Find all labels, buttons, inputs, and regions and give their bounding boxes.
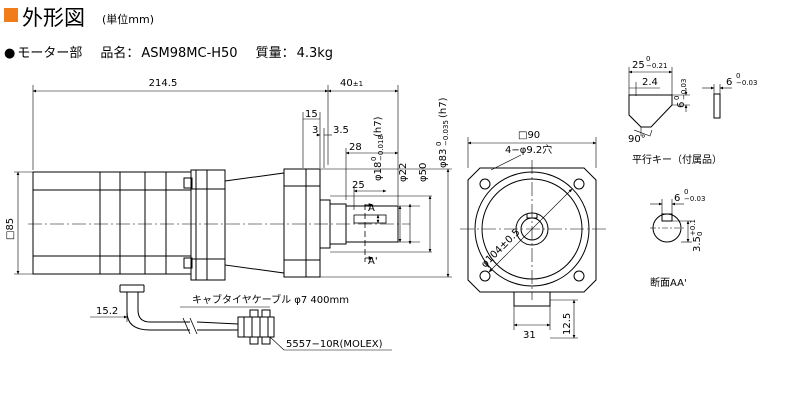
section-dim-6-zero: 0 <box>684 188 688 196</box>
product-line: ●モーター部 品名：ASM98MC-H50 質量：4.3kg <box>4 42 335 61</box>
key-dim-6: 6 0 −0.03 <box>673 79 688 108</box>
key-plan <box>628 94 673 128</box>
gear-head <box>224 172 285 274</box>
svg-text:φ50: φ50 <box>418 163 429 182</box>
section-dim-6: 6 <box>674 193 680 204</box>
connector-label: 5557−10R(MOLEX) <box>286 339 383 350</box>
dim-square: □90 <box>518 130 540 141</box>
svg-text:−0.018: −0.018 <box>377 135 385 161</box>
dim-bottom-12-5: 12.5 <box>562 313 573 335</box>
front-bottom-boss <box>513 291 551 307</box>
svg-text:−0.035: −0.035 <box>442 120 450 146</box>
dim-3: 3 <box>312 125 318 136</box>
svg-text:(h7): (h7) <box>438 97 449 118</box>
header: 外形図 (単位mm) ●モーター部 品名：ASM98MC-H50 質量：4.3kg <box>0 0 800 70</box>
dim-cable-offset: 15.2 <box>96 306 118 317</box>
dim-holes: 4−φ9.2穴 <box>505 143 552 156</box>
front-flange <box>467 167 597 293</box>
key-side-6-zero: 0 <box>736 72 740 80</box>
section-dim-depth: 3.5 +0.1 0 <box>689 219 704 252</box>
side-view <box>14 85 452 351</box>
key-dim-25-zero: 0 <box>646 55 650 63</box>
svg-text:φ18: φ18 <box>373 162 384 181</box>
key-side-6: 6 <box>726 77 732 88</box>
unit-note: (単位mm) <box>102 13 155 26</box>
section-caption: 断面AA' <box>650 276 687 289</box>
dim-28: 28 <box>349 142 362 153</box>
key-side-6-tol: −0.03 <box>736 79 757 87</box>
dim-d18: φ18 0 −0.018 (h7) <box>370 116 385 181</box>
section-view <box>650 199 692 243</box>
svg-text:−0.03: −0.03 <box>680 79 688 100</box>
svg-text:φ83: φ83 <box>438 149 449 168</box>
dim-3-5: 3.5 <box>333 125 349 136</box>
svg-text:0: 0 <box>435 142 443 146</box>
dim-15: 15 <box>305 109 318 120</box>
key-dim-2-4: 2.4 <box>642 77 658 88</box>
key-dim-25-tol: −0.21 <box>646 62 667 70</box>
model-label: 品名： <box>100 46 140 61</box>
svg-text:□85: □85 <box>5 218 16 240</box>
key-caption: 平行キー（付属品） <box>632 153 722 166</box>
cable-note: キャブタイヤケーブル φ7 400mm <box>192 293 349 306</box>
section-dim-6-tol: −0.03 <box>684 195 705 203</box>
key-angle: 90° <box>628 134 646 145</box>
svg-text:6: 6 <box>676 102 687 108</box>
svg-text:0: 0 <box>370 157 378 161</box>
mass-value: 4.3kg <box>296 46 334 61</box>
dim-d22: φ22 <box>398 163 409 182</box>
svg-text:(h7): (h7) <box>373 116 384 137</box>
cable <box>126 292 190 331</box>
svg-text:12.5: 12.5 <box>562 313 573 335</box>
dim-d83: φ83 0 −0.035 (h7) <box>435 97 450 168</box>
section-mark-a2: A' <box>368 256 378 267</box>
dim-length-total: 214.5 <box>149 78 178 89</box>
svg-text:3.5: 3.5 <box>692 236 703 252</box>
bullet: ● <box>4 46 16 61</box>
key-side <box>713 93 721 119</box>
front-view <box>460 137 606 339</box>
section-mark-a: A <box>368 203 375 214</box>
model-name: ASM98MC-H50 <box>141 46 238 61</box>
svg-text:0: 0 <box>673 96 681 100</box>
mount-hole <box>479 178 491 190</box>
section-name: モーター部 <box>17 46 83 61</box>
dim-25: 25 <box>352 180 365 191</box>
dim-d50: φ50 <box>418 163 429 182</box>
key-dim-25: 25 <box>632 60 645 71</box>
dim-height: □85 <box>5 218 16 240</box>
svg-text:0: 0 <box>696 232 704 236</box>
svg-text:+0.1: +0.1 <box>689 219 697 236</box>
dim-bottom-31: 31 <box>523 330 536 341</box>
parallel-key <box>628 67 732 137</box>
gear-flange <box>283 168 321 278</box>
page-title: 外形図 <box>22 6 85 30</box>
motor-body <box>32 171 192 275</box>
connector <box>237 316 275 338</box>
svg-text:φ22: φ22 <box>398 163 409 182</box>
dim-shaft-length: 40±1 <box>340 78 363 89</box>
mass-label: 質量： <box>255 46 295 61</box>
title-marker-icon <box>4 8 18 22</box>
